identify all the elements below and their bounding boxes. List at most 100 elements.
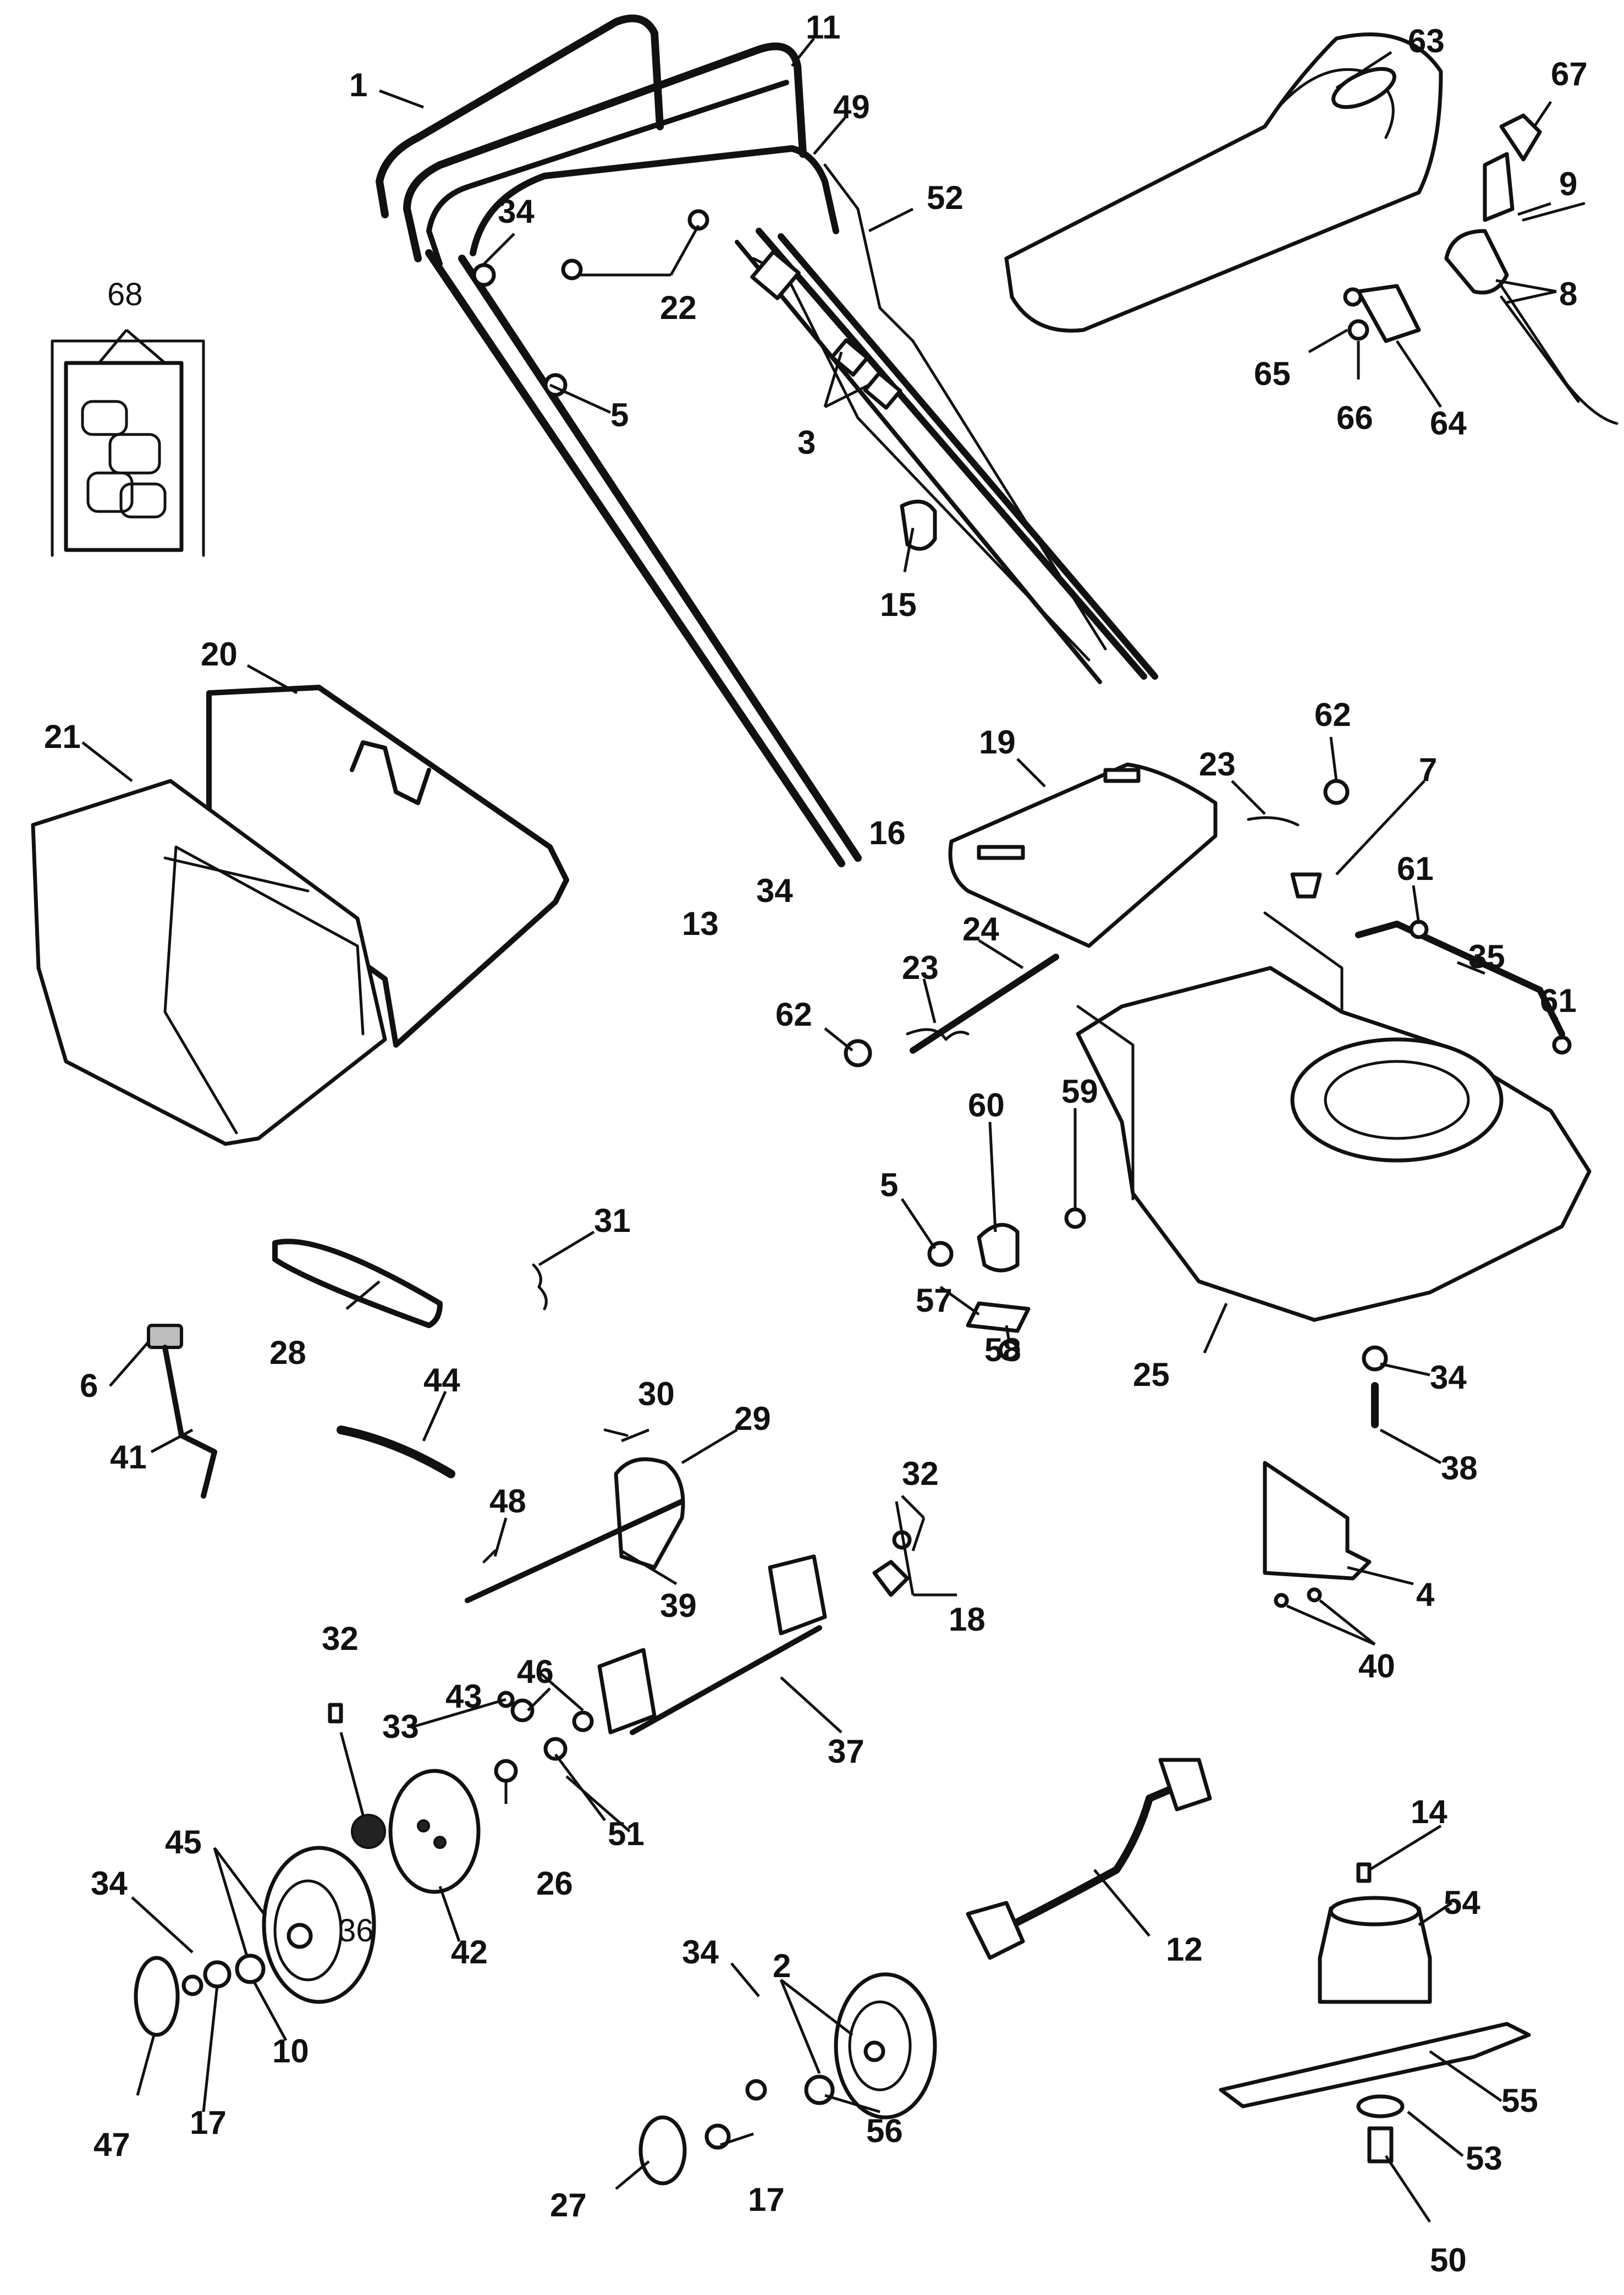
pinion-gear <box>351 1814 386 1849</box>
lower-handle-bars <box>425 228 1158 867</box>
label-48: 48 <box>489 1483 526 1520</box>
rear-flap <box>948 762 1218 948</box>
label-9: 9 <box>1559 166 1577 202</box>
label-6: 6 <box>80 1367 98 1404</box>
handle-bolts-and-knobs <box>472 209 937 551</box>
part-number-labels: 1 11 49 52 34 22 5 3 15 63 67 9 8 65 66 … <box>44 9 1588 2279</box>
label-57: 57 <box>916 1282 953 1319</box>
label-55: 55 <box>1501 2082 1538 2119</box>
label-53: 53 <box>1466 2140 1502 2177</box>
cutting-blade <box>1219 2022 1531 2109</box>
front-wheel <box>834 1972 937 2120</box>
main-spring <box>337 1426 455 1478</box>
label-61-right: 61 <box>1540 982 1577 1019</box>
rear-wheel-hub-parts <box>134 1953 266 2037</box>
label-39: 39 <box>660 1587 697 1624</box>
label-22: 22 <box>660 289 697 326</box>
pedal-lever <box>147 1324 217 1499</box>
blade-washer-and-bolt <box>1356 2094 1405 2164</box>
label-10: 10 <box>272 2033 309 2070</box>
mulch-plug <box>1263 1345 1388 1608</box>
label-7: 7 <box>1419 751 1437 788</box>
label-3: 3 <box>797 424 816 461</box>
label-23-mid: 23 <box>902 949 939 986</box>
label-47: 47 <box>93 2126 130 2163</box>
blade-adapter <box>1318 1862 1432 2004</box>
small-spring <box>532 1263 548 1311</box>
label-49: 49 <box>833 89 870 125</box>
label-42: 42 <box>451 1934 488 1971</box>
label-8: 8 <box>1559 276 1577 312</box>
label-54: 54 <box>1444 1884 1480 1921</box>
label-46: 46 <box>517 1653 554 1690</box>
label-40: 40 <box>1358 1648 1395 1685</box>
drive-cable <box>966 1758 1212 1960</box>
label-62-top: 62 <box>1314 696 1351 733</box>
label-12: 12 <box>1166 1931 1203 1968</box>
label-64: 64 <box>1430 405 1467 442</box>
warning-decal <box>51 339 205 557</box>
wheel-drive-disc <box>388 1769 481 1894</box>
height-adjuster-parts <box>927 1207 1086 1361</box>
label-33: 33 <box>382 1708 419 1745</box>
label-45: 45 <box>165 1824 202 1861</box>
label-19: 19 <box>979 724 1016 761</box>
label-36: 36 <box>338 1913 374 1949</box>
label-13: 13 <box>682 905 719 942</box>
label-51: 51 <box>608 1815 645 1852</box>
label-60: 60 <box>968 1087 1005 1124</box>
label-17-front: 17 <box>748 2181 785 2218</box>
label-63: 63 <box>1408 23 1445 59</box>
label-27: 27 <box>550 2187 587 2224</box>
label-61-top: 61 <box>1397 850 1434 887</box>
upper-handle-bar <box>376 14 839 267</box>
rear-wheel <box>262 1846 376 2004</box>
label-24: 24 <box>962 911 999 948</box>
label-32-left: 32 <box>322 1620 359 1657</box>
label-1: 1 <box>349 67 367 103</box>
label-35: 35 <box>1468 938 1505 975</box>
control-cables <box>750 163 1107 662</box>
label-17-rear: 17 <box>190 2104 227 2141</box>
label-67: 67 <box>1551 56 1588 92</box>
label-56: 56 <box>866 2112 903 2149</box>
label-58: 58 <box>984 1331 1021 1368</box>
label-16: 16 <box>869 814 906 851</box>
label-34-frontwheel: 34 <box>682 1934 719 1971</box>
label-59: 59 <box>1061 1073 1098 1110</box>
label-29: 29 <box>734 1400 771 1437</box>
label-38: 38 <box>1441 1450 1478 1487</box>
label-30: 30 <box>638 1375 675 1412</box>
label-14: 14 <box>1411 1793 1447 1830</box>
label-62-mid: 62 <box>775 996 812 1033</box>
label-32-right: 32 <box>902 1455 939 1492</box>
label-34-rearwheel: 34 <box>91 1865 128 1902</box>
front-wheel-hub-parts <box>638 2074 835 2186</box>
label-5-handle: 5 <box>610 397 629 433</box>
label-23-top: 23 <box>1199 746 1236 783</box>
label-26: 26 <box>536 1865 573 1902</box>
label-50: 50 <box>1430 2242 1467 2279</box>
label-41: 41 <box>110 1439 147 1476</box>
label-34-handle: 34 <box>498 193 535 230</box>
label-66: 66 <box>1336 399 1373 436</box>
drive-belt <box>272 1239 443 1328</box>
mower-deck <box>1076 911 1592 1322</box>
label-28: 28 <box>269 1334 306 1371</box>
leader-lines <box>81 37 1564 2223</box>
label-15: 15 <box>880 586 917 623</box>
flap-rod-and-spring <box>844 779 1350 1067</box>
label-65: 65 <box>1254 355 1291 392</box>
label-52: 52 <box>927 179 964 216</box>
label-5-deck: 5 <box>880 1166 898 1203</box>
label-34-deck: 34 <box>1430 1359 1467 1396</box>
label-43: 43 <box>445 1678 482 1715</box>
label-4: 4 <box>1416 1576 1435 1613</box>
label-20: 20 <box>201 636 238 673</box>
label-68: 68 <box>107 277 143 312</box>
label-31: 31 <box>594 1202 631 1239</box>
gearbox <box>465 1428 685 1603</box>
label-21: 21 <box>44 718 81 755</box>
engine-cover <box>1004 32 1443 333</box>
